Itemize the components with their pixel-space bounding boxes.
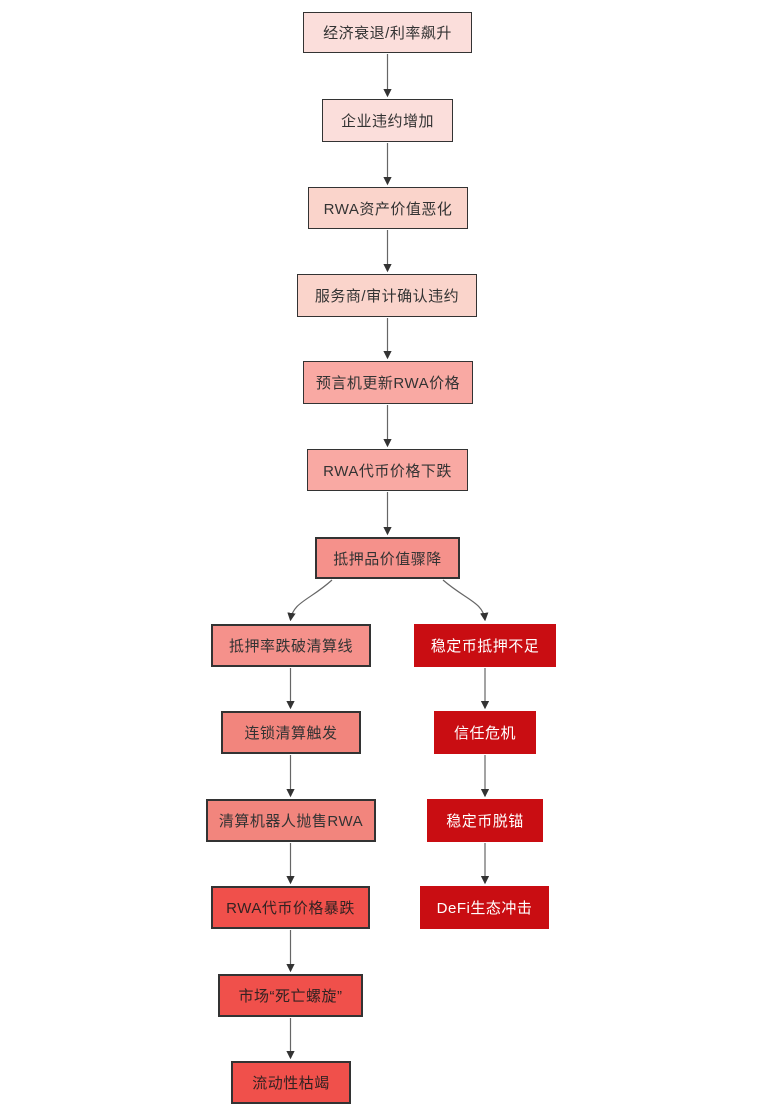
flow-node-rwa-token-price-crashes: RWA代币价格暴跌	[211, 886, 370, 929]
flow-node-corporate-defaults-rise: 企业违约增加	[322, 99, 453, 142]
flow-node-defi-ecosystem-shock: DeFi生态冲击	[420, 886, 549, 929]
flow-node-liquidation-bots-dump-rwa: 清算机器人抛售RWA	[206, 799, 376, 842]
flow-node-liquidity-dries-up: 流动性枯竭	[231, 1061, 351, 1104]
flow-node-trust-crisis: 信任危机	[434, 711, 536, 754]
flow-node-collateral-ratio-breaks-liquidation-line: 抵押率跌破清算线	[211, 624, 371, 667]
flow-node-collateral-value-plunges: 抵押品价值骤降	[315, 537, 460, 579]
flow-node-cascade-liquidation-triggered: 连锁清算触发	[221, 711, 361, 754]
arrow-split-right	[442, 579, 489, 622]
flow-node-oracle-updates-rwa-price: 预言机更新RWA价格	[303, 361, 473, 404]
arrow-split-left	[287, 579, 333, 622]
flow-node-rwa-token-price-falls: RWA代币价格下跌	[307, 449, 468, 491]
flow-node-rwa-asset-value-deteriorates: RWA资产价值恶化	[308, 187, 468, 229]
flow-node-economic-recession: 经济衰退/利率飙升	[303, 12, 472, 53]
flow-node-servicer-audit-confirms-default: 服务商/审计确认违约	[297, 274, 477, 317]
flow-node-stablecoin-undercollateralized: 稳定币抵押不足	[414, 624, 556, 667]
flow-node-stablecoin-depeg: 稳定币脱锚	[427, 799, 543, 842]
flow-node-market-death-spiral: 市场“死亡螺旋”	[218, 974, 363, 1017]
